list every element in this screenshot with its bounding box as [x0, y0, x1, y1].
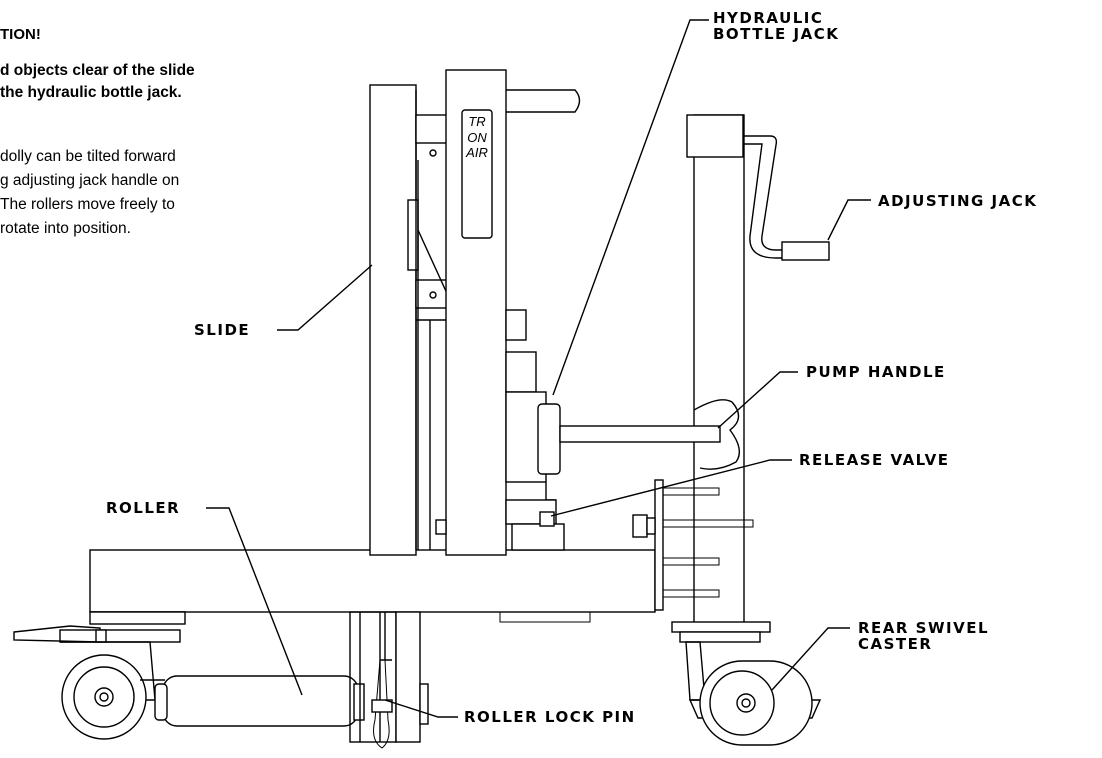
- leader-hydraulic-bottle-jack: [552, 19, 709, 396]
- callout-rear-swivel-caster: REAR SWIVEL CASTER: [858, 620, 989, 652]
- base-plate: [499, 611, 591, 623]
- tilt-bracket-plate: [654, 479, 664, 611]
- adjusting-jack-cap: [686, 114, 744, 158]
- callout-adjusting-jack: ADJUSTING JACK: [878, 192, 1038, 210]
- rear-swivel-caster-wheel: [699, 660, 813, 746]
- slide: [369, 84, 417, 556]
- bottle-jack-ram: [505, 351, 537, 393]
- base-frame: [89, 549, 656, 613]
- body-line-2: g adjusting jack handle on: [0, 172, 180, 189]
- pump-handle: [559, 425, 721, 443]
- callout-pump-handle: PUMP HANDLE: [806, 363, 946, 381]
- leader-release-valve: [550, 459, 792, 517]
- caution-title: TION!: [0, 26, 41, 43]
- callout-rear-line-2: CASTER: [858, 635, 933, 653]
- callout-hydraulic-line-1: HYDRAULIC: [713, 9, 824, 27]
- leader-adjusting-jack: [827, 199, 871, 241]
- front-caster-plate: [59, 629, 181, 643]
- body-line-4: rotate into position.: [0, 220, 131, 237]
- callout-hydraulic-bottle-jack: HYDRAULIC BOTTLE JACK: [713, 10, 839, 42]
- tronair-brand-text: TRONAIR: [466, 114, 488, 160]
- callout-roller-lock-pin: ROLLER LOCK PIN: [464, 708, 636, 726]
- callout-hydraulic-line-2: BOTTLE JACK: [713, 25, 840, 43]
- warning-line-2: the hydraulic bottle jack.: [0, 84, 182, 101]
- warning-line-1: d objects clear of the slide: [0, 62, 195, 79]
- callout-slide: SLIDE: [194, 321, 251, 339]
- callout-rear-line-1: REAR SWIVEL: [858, 619, 990, 637]
- rear-caster-plate: [671, 621, 771, 633]
- body-line-1: dolly can be tilted forward: [0, 148, 176, 165]
- callout-release-valve: RELEASE VALVE: [799, 451, 950, 469]
- roller-body: [162, 675, 359, 727]
- leader-roller-lock-pin: [384, 699, 458, 718]
- leader-roller: [206, 507, 303, 696]
- adjusting-jack-tube: [693, 114, 745, 626]
- leader-slide: [277, 264, 373, 331]
- leader-pump-handle: [717, 371, 798, 429]
- adjusting-jack-handle-grip: [781, 241, 830, 261]
- tronair-decal: [461, 109, 493, 239]
- release-valve: [539, 511, 555, 527]
- body-line-3: The rollers move freely to: [0, 196, 175, 213]
- callout-roller: ROLLER: [106, 499, 181, 517]
- leader-rear-swivel-caster: [771, 627, 850, 691]
